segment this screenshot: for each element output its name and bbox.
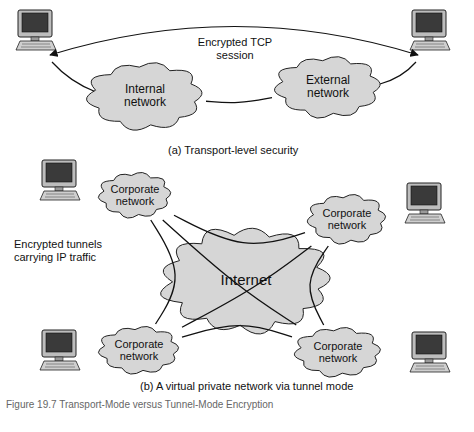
network-cloud: Internal network xyxy=(84,60,206,132)
tunnel-connector xyxy=(182,326,292,338)
cloud-label: Corporate network xyxy=(318,207,376,232)
network-cloud: Corporate network xyxy=(305,192,389,246)
cloud-shape xyxy=(87,63,202,130)
tunnel-connector xyxy=(174,215,305,243)
tunnel-connector xyxy=(310,246,328,325)
session-tube-line xyxy=(380,62,416,84)
annotation-text: Encrypted TCP session xyxy=(196,36,274,61)
cloud-label: Corporate network xyxy=(309,340,367,365)
panel-caption: (b) A virtual private network via tunnel… xyxy=(140,380,400,393)
cloud-label: External network xyxy=(298,74,358,101)
tunnel-connector xyxy=(151,220,175,324)
computer-icon xyxy=(40,160,80,200)
network-cloud: Corporate network xyxy=(96,170,174,220)
computer-icon xyxy=(410,10,450,50)
network-cloud: External network xyxy=(272,54,384,120)
figure-caption: Figure 19.7 Transport-Mode versus Tunnel… xyxy=(6,399,466,411)
computer-icon xyxy=(16,10,56,50)
session-tube-line xyxy=(52,62,96,92)
cloud-label: Internet xyxy=(221,272,272,289)
network-cloud: Corporate network xyxy=(96,324,182,376)
cloud-shape xyxy=(98,172,170,218)
network-cloud: Corporate network xyxy=(292,325,384,379)
tunnel-connector xyxy=(182,246,311,327)
cloud-label: Internal network xyxy=(115,83,175,110)
computer-icon xyxy=(40,330,80,370)
cloud-label: Corporate network xyxy=(110,338,168,363)
panel-caption: (a) Transport-level security xyxy=(168,144,338,157)
cloud-shape xyxy=(307,195,385,245)
cloud-label: Corporate network xyxy=(106,183,164,208)
computer-icon xyxy=(405,183,445,223)
annotation-text: Encrypted tunnels carrying IP traffic xyxy=(14,238,110,263)
computer-icon xyxy=(410,332,450,372)
cloud-shape xyxy=(294,328,380,378)
tunnel-connector xyxy=(163,220,297,325)
network-cloud: Internet xyxy=(158,225,334,335)
cloud-shape xyxy=(274,57,380,119)
session-connector xyxy=(206,98,272,103)
cloud-shape xyxy=(161,228,331,334)
cloud-shape xyxy=(98,326,178,374)
